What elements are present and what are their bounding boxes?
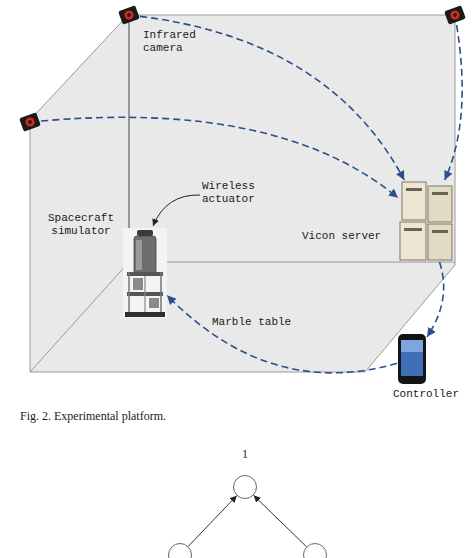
node-number: 1 (225, 448, 265, 462)
figure-caption: Fig. 2. Experimental platform. (20, 410, 320, 424)
room-volume (30, 15, 455, 372)
phone-body (398, 334, 426, 384)
thruster-block (133, 278, 143, 290)
frame-rod (128, 272, 130, 312)
phone-icon (397, 333, 427, 385)
server-icon (398, 180, 454, 262)
room-back-edge (129, 15, 130, 262)
circle-outline (233, 475, 257, 499)
camera-lens (127, 13, 132, 18)
circle-outline (168, 543, 192, 558)
camera-lens (453, 13, 458, 18)
circle-outline (234, 476, 257, 499)
air-bearing-base (125, 312, 165, 317)
simulator-photo (123, 228, 167, 318)
dashed-data-arrow (167, 295, 397, 372)
frame-rod (160, 272, 162, 312)
room-floor-edge (30, 262, 129, 372)
server-case (428, 186, 452, 222)
camera-lens-ring (123, 9, 135, 21)
dashed-data-arrow (445, 25, 462, 180)
graph-node: 1 (233, 475, 257, 499)
infrared-camera (444, 5, 466, 25)
camera-icon (444, 5, 466, 25)
camera-icon (19, 112, 41, 132)
drive-bay (404, 228, 422, 231)
graph-edge (188, 496, 236, 547)
circle-outline (303, 543, 327, 558)
camera-label: Infrared camera (143, 29, 213, 54)
graph-edge (254, 495, 307, 546)
thruster-block (149, 298, 159, 308)
server-case (428, 224, 452, 260)
camera-body (118, 5, 140, 24)
leader-line (153, 195, 200, 226)
camera-lens-ring (24, 116, 36, 128)
frame-rod (144, 276, 145, 312)
graph-node (168, 543, 192, 558)
actuator-top (137, 230, 153, 236)
dashed-data-arrow (41, 117, 398, 197)
dashed-data-arrow (140, 16, 404, 180)
vicon-server: Vicon server (398, 180, 454, 262)
graph-node (303, 543, 327, 558)
circle-outline (304, 544, 327, 558)
server-case (400, 222, 426, 260)
camera-body (444, 5, 466, 24)
server-label: Vicon server (302, 230, 394, 243)
spacecraft-simulator: Spacecraft simulator (123, 228, 167, 318)
camera-lens-ring (449, 9, 461, 21)
circle-outline (169, 544, 192, 558)
camera-body (19, 112, 41, 131)
deck-plate (127, 272, 163, 276)
screen-glare (401, 340, 423, 352)
part-label: Wireless actuator (202, 180, 270, 205)
camera-icon (118, 5, 140, 25)
controller-label: Controller (393, 388, 473, 401)
phone-screen (401, 340, 423, 376)
simulator-tank (134, 236, 156, 274)
drive-bay (432, 230, 448, 233)
infrared-camera (19, 112, 41, 132)
drive-bay (406, 188, 422, 191)
drive-bay (432, 192, 448, 195)
tank-highlight (136, 240, 142, 270)
photo-background (123, 228, 167, 318)
server-case (402, 182, 426, 220)
infrared-camera: Infrared camera (118, 5, 140, 25)
camera-lens (28, 120, 33, 125)
dashed-data-arrow (427, 262, 444, 337)
controller-phone: Controller (397, 333, 427, 385)
surface-label: Marble table (212, 316, 322, 329)
simulator-label: Spacecraft simulator (41, 212, 121, 237)
room-floor-edge (129, 262, 455, 263)
